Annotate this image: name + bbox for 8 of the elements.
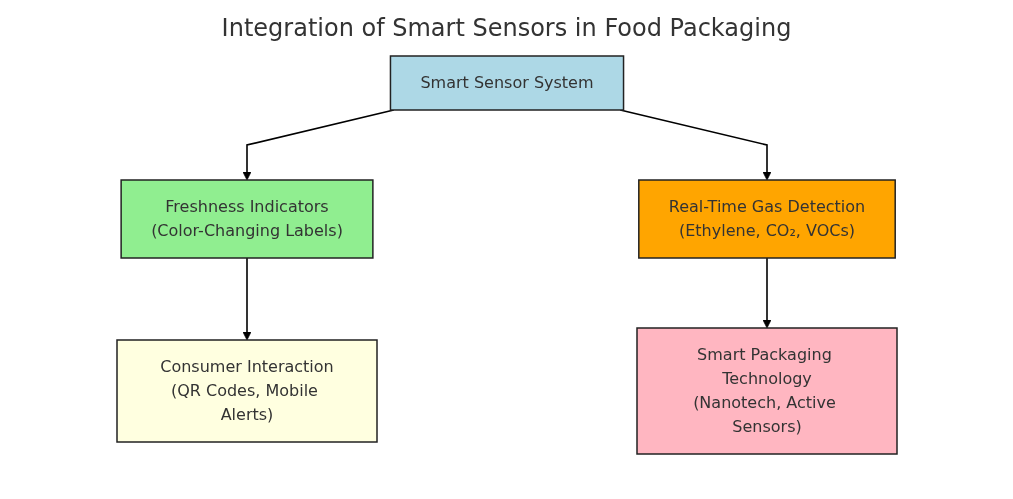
arrow	[762, 257, 771, 329]
node-box: Consumer Interaction (QR Codes, Mobile Alerts)	[115, 339, 378, 443]
node-box: Real-Time Gas Detection (Ethylene, CO₂, VOCs)	[637, 179, 896, 259]
diagram-title: Integration of Smart Sensors in Food Packaging	[220, 14, 793, 42]
node-box: Smart Sensor System	[389, 55, 624, 111]
node-box: Freshness Indicators (Color-Changing Labels)	[119, 179, 374, 259]
node-box: Smart Packaging Technology (Nanotech, Active Sensors)	[635, 327, 898, 455]
arrow	[242, 257, 251, 341]
